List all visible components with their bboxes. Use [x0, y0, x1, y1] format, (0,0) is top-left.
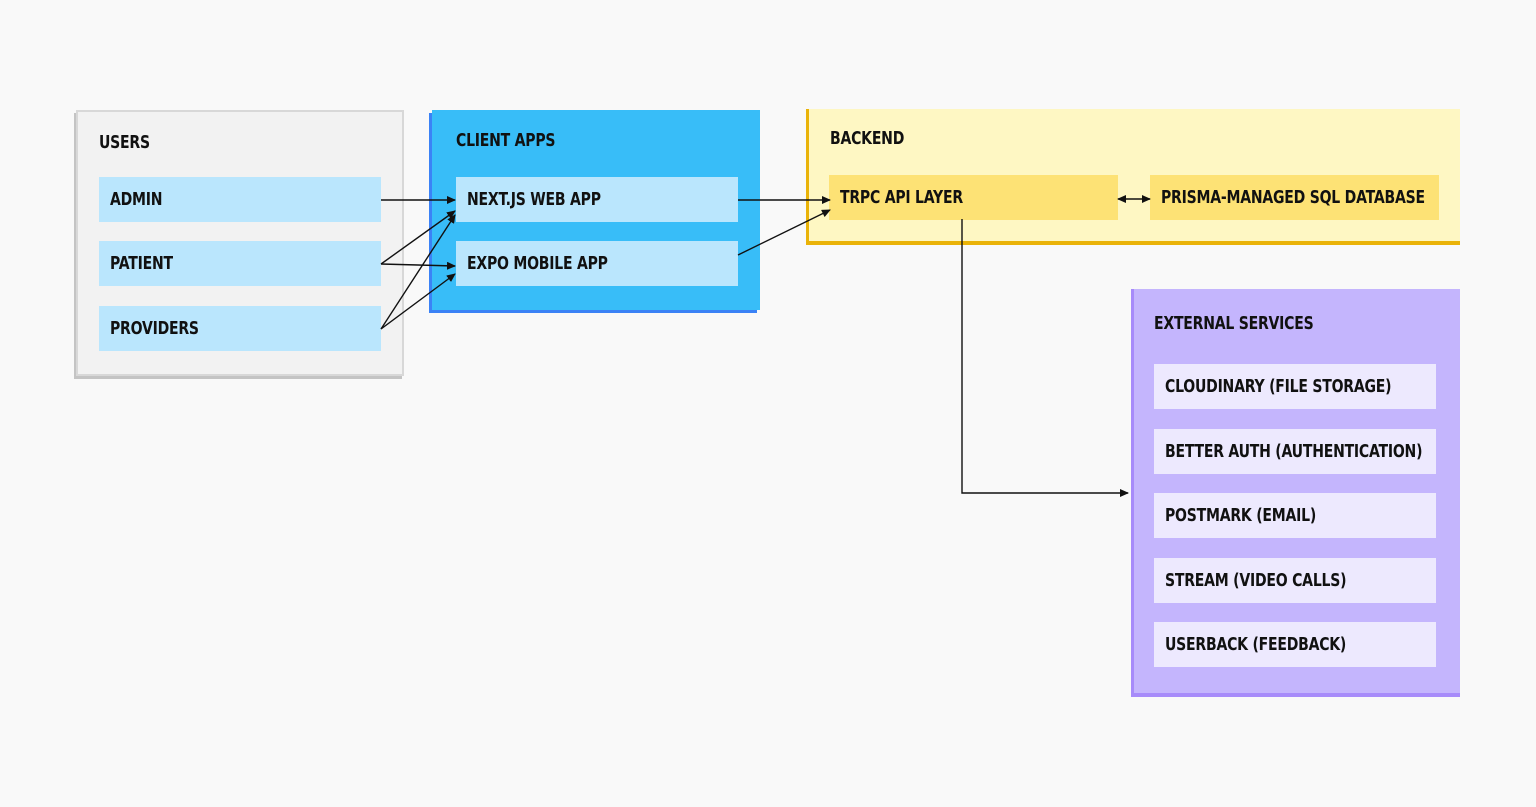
node-prisma-sql-database[interactable]: PRISMA-MANAGED SQL DATABASE: [1150, 175, 1439, 220]
node-admin[interactable]: ADMIN: [99, 177, 381, 222]
node-trpc-api-layer-label: TRPC API LAYER: [840, 187, 963, 208]
node-nextjs-web-app-label: NEXT.JS WEB APP: [467, 189, 601, 210]
external-services-group-title: EXTERNAL SERVICES: [1154, 313, 1314, 334]
node-better-auth[interactable]: BETTER AUTH (AUTHENTICATION): [1154, 429, 1436, 474]
node-better-auth-label: BETTER AUTH (AUTHENTICATION): [1165, 441, 1423, 462]
node-stream-label: STREAM (VIDEO CALLS): [1165, 570, 1347, 591]
node-userback-label: USERBACK (FEEDBACK): [1165, 634, 1347, 655]
node-cloudinary-label: CLOUDINARY (FILE STORAGE): [1165, 376, 1392, 397]
users-group-title: USERS: [99, 132, 150, 153]
node-patient-label: PATIENT: [110, 253, 173, 274]
node-postmark[interactable]: POSTMARK (EMAIL): [1154, 493, 1436, 538]
node-patient[interactable]: PATIENT: [99, 241, 381, 286]
node-nextjs-web-app[interactable]: NEXT.JS WEB APP: [456, 177, 738, 222]
node-prisma-sql-database-label: PRISMA-MANAGED SQL DATABASE: [1161, 187, 1425, 208]
client-apps-group-title: CLIENT APPS: [456, 130, 556, 151]
backend-group-title: BACKEND: [830, 128, 905, 149]
node-userback[interactable]: USERBACK (FEEDBACK): [1154, 622, 1436, 667]
node-providers[interactable]: PROVIDERS: [99, 306, 381, 351]
node-expo-mobile-app-label: EXPO MOBILE APP: [467, 253, 608, 274]
node-cloudinary[interactable]: CLOUDINARY (FILE STORAGE): [1154, 364, 1436, 409]
node-trpc-api-layer[interactable]: TRPC API LAYER: [829, 175, 1118, 220]
node-stream[interactable]: STREAM (VIDEO CALLS): [1154, 558, 1436, 603]
node-providers-label: PROVIDERS: [110, 318, 199, 339]
node-expo-mobile-app[interactable]: EXPO MOBILE APP: [456, 241, 738, 286]
node-admin-label: ADMIN: [110, 189, 163, 210]
edge-trpc-to-external: [961, 219, 1129, 497]
node-postmark-label: POSTMARK (EMAIL): [1165, 505, 1317, 526]
